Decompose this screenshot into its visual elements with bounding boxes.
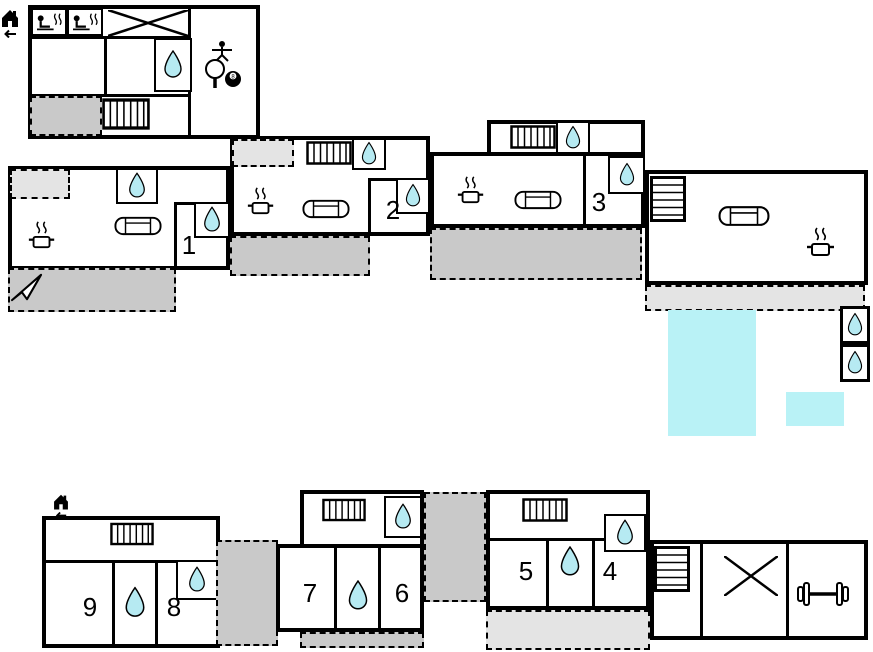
- terrace-unit-3: [430, 228, 642, 280]
- bathroom-pool-1: [840, 306, 870, 344]
- room-number-4: 4: [602, 555, 618, 586]
- pool: [668, 310, 756, 436]
- terrace-unit-5-4: [486, 610, 650, 650]
- water-drop-icon: [202, 206, 222, 234]
- wall: [174, 202, 177, 270]
- bathroom-1-side: [194, 202, 230, 238]
- wardrobe-icon: [102, 98, 150, 130]
- wall: [368, 178, 371, 236]
- bathroom-3-side: [608, 156, 645, 194]
- x-table-icon: [724, 556, 778, 596]
- wall: [112, 560, 115, 644]
- wall: [592, 538, 595, 608]
- water-drop-icon: [846, 312, 864, 338]
- sofa-icon: [302, 197, 350, 219]
- wardrobe-icon: [510, 125, 556, 149]
- stove-icon: [246, 186, 276, 216]
- patio-unit-2: [232, 139, 294, 167]
- wall: [546, 538, 549, 608]
- water-drop-icon: [393, 503, 413, 531]
- dumbbell-icon: [796, 577, 850, 611]
- wall: [786, 544, 789, 636]
- room-number-9: 9: [82, 591, 98, 622]
- wardrobe-icon: [306, 141, 352, 165]
- wall: [31, 36, 188, 39]
- billiard-ball-icon: 8: [225, 71, 241, 87]
- stairs-icon: [654, 546, 690, 592]
- x-table-icon: [108, 10, 188, 36]
- wall: [334, 548, 337, 628]
- water-drop-icon: [404, 183, 422, 209]
- stove-icon: [804, 226, 838, 258]
- room-number-1: 1: [181, 229, 197, 260]
- water-drop-icon: [618, 162, 636, 188]
- bathroom-4: [604, 514, 646, 552]
- wall: [583, 156, 586, 228]
- patio-unit-1: [10, 169, 70, 199]
- stairs-icon: [650, 176, 686, 222]
- bathroom-7-6-top: [384, 496, 422, 538]
- unit-7-6: [276, 544, 424, 632]
- water-drop-icon: [127, 172, 147, 200]
- room-number-5: 5: [518, 555, 534, 586]
- wardrobe-icon: [322, 498, 366, 522]
- room-number-3: 3: [591, 186, 607, 217]
- sauna-icon: [33, 10, 65, 34]
- walkway-1: [216, 540, 278, 646]
- water-drop-icon: [564, 125, 582, 151]
- terrace-unit-7-6: [300, 632, 424, 648]
- water-drop-icon: [187, 566, 207, 594]
- water-drop-icon: [162, 50, 184, 80]
- hot-tub: [786, 392, 844, 426]
- room-number-8: 8: [166, 591, 182, 622]
- water-drop-icon: [123, 586, 147, 620]
- wall: [155, 560, 158, 644]
- bathroom-activity: [154, 38, 192, 92]
- bathroom-8: [176, 560, 218, 600]
- wall: [46, 560, 216, 563]
- patio-common-house: [645, 285, 865, 311]
- sauna-room-1: [31, 8, 67, 36]
- wall: [31, 94, 188, 97]
- svg-text:8: 8: [231, 74, 235, 80]
- terrace-unit-1: [8, 268, 176, 312]
- stove-icon: [26, 220, 58, 250]
- room-number-6: 6: [394, 577, 410, 608]
- room-number-7: 7: [302, 577, 318, 608]
- wardrobe-icon: [522, 498, 568, 522]
- bathroom-pool-2: [840, 344, 870, 382]
- north-arrow-icon: [10, 272, 44, 302]
- water-drop-icon: [360, 141, 378, 167]
- terrace-unit-2: [230, 236, 370, 276]
- water-drop-icon: [615, 519, 635, 547]
- wall: [104, 36, 107, 94]
- stove-icon: [456, 175, 486, 205]
- room-number-2: 2: [385, 194, 401, 225]
- wardrobe-icon: [110, 522, 154, 546]
- water-drop-icon: [558, 546, 582, 578]
- terrace-activity: [30, 96, 102, 136]
- entrance-icon: [0, 8, 20, 38]
- walkway-2: [424, 492, 486, 602]
- sauna-room-2: [67, 8, 103, 36]
- wall: [700, 544, 703, 636]
- water-drop-icon: [346, 580, 370, 612]
- water-drop-icon: [846, 350, 864, 376]
- wall: [378, 548, 381, 628]
- sofa-icon: [718, 203, 770, 227]
- bathroom-1-top: [116, 168, 158, 204]
- sofa-icon: [514, 188, 562, 210]
- bathroom-2-side: [396, 178, 430, 214]
- bathroom-2-top: [352, 138, 386, 170]
- sauna-icon: [69, 10, 101, 34]
- sofa-icon: [114, 214, 162, 236]
- bathroom-3-top: [556, 121, 590, 154]
